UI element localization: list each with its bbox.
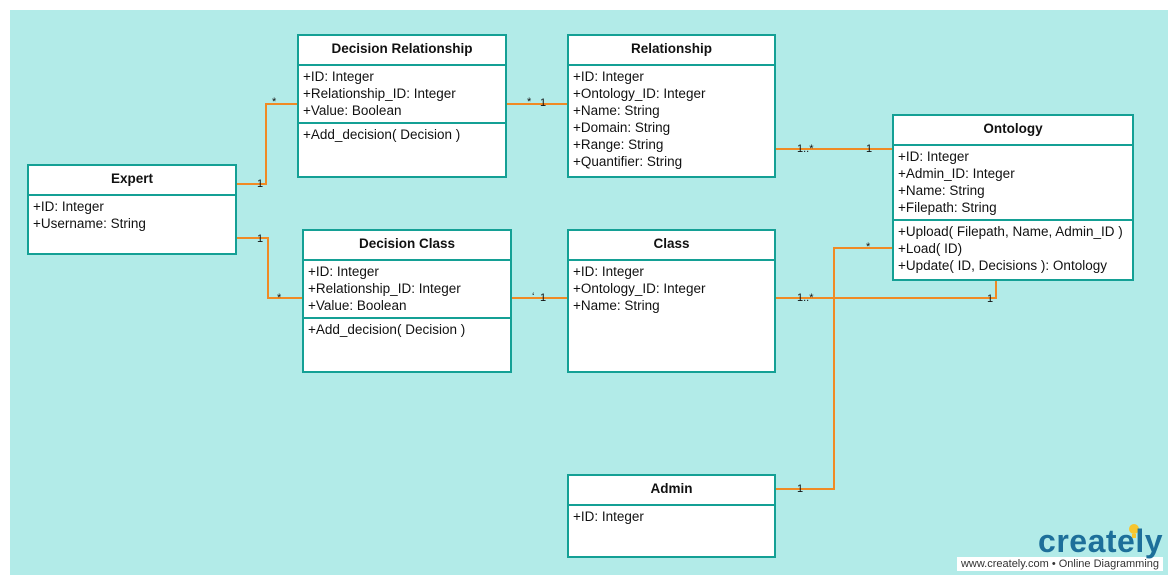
class-ontology[interactable]: Ontology +ID: Integer +Admin_ID: Integer… xyxy=(892,114,1134,281)
class-expert-title: Expert xyxy=(29,166,235,196)
multiplicity-label: 1..* xyxy=(797,292,814,304)
class-ontology-title: Ontology xyxy=(894,116,1132,146)
attribute: +Name: String xyxy=(898,183,985,198)
attribute: +Relationship_ID: Integer xyxy=(308,281,461,296)
multiplicity-label: * xyxy=(527,96,532,108)
class-relationship-title: Relationship xyxy=(569,36,774,66)
operation: +Update( ID, Decisions ): Ontology xyxy=(898,258,1107,273)
attribute: +Name: String xyxy=(573,103,660,118)
attribute: +Admin_ID: Integer xyxy=(898,166,1015,181)
multiplicity-label: 1..* xyxy=(797,143,814,155)
class-decision-class-attributes: +ID: Integer +Relationship_ID: Integer +… xyxy=(304,261,510,319)
multiplicity-label: 1 xyxy=(866,143,873,155)
attribute: +ID: Integer xyxy=(33,199,104,214)
class-decision-class-title: Decision Class xyxy=(304,231,510,261)
attribute: +ID: Integer xyxy=(573,264,644,279)
class-ontology-attributes: +ID: Integer +Admin_ID: Integer +Name: S… xyxy=(894,146,1132,221)
class-class-attributes: +ID: Integer +Ontology_ID: Integer +Name… xyxy=(569,261,774,317)
class-decision-relationship-operations: +Add_decision( Decision ) xyxy=(299,124,505,145)
multiplicity-label: 1 xyxy=(540,292,547,304)
connector-class-ontology xyxy=(775,280,997,299)
multiplicity-label: 1 xyxy=(987,293,994,305)
multiplicity-label: * xyxy=(277,292,282,304)
class-decision-relationship[interactable]: Decision Relationship +ID: Integer +Rela… xyxy=(297,34,507,178)
attribute: +Username: String xyxy=(33,216,146,231)
multiplicity-label: 1 xyxy=(540,97,547,109)
class-decision-class[interactable]: Decision Class +ID: Integer +Relationshi… xyxy=(302,229,512,373)
attribute: +ID: Integer xyxy=(573,509,644,524)
attribute: +Ontology_ID: Integer xyxy=(573,86,706,101)
attribute: +Ontology_ID: Integer xyxy=(573,281,706,296)
attribute: +Value: Boolean xyxy=(303,103,402,118)
multiplicity-label: * xyxy=(866,241,871,253)
connector-admin-ontology xyxy=(775,247,893,490)
operation: +Add_decision( Decision ) xyxy=(303,127,461,142)
multiplicity-label: ‘ xyxy=(532,291,535,303)
multiplicity-label: * xyxy=(272,96,277,108)
class-expert[interactable]: Expert +ID: Integer +Username: String xyxy=(27,164,237,255)
multiplicity-label: 1 xyxy=(257,178,264,190)
operation: +Add_decision( Decision ) xyxy=(308,322,466,337)
class-admin-title: Admin xyxy=(569,476,774,506)
multiplicity-label: 1 xyxy=(797,483,804,495)
class-decision-relationship-title: Decision Relationship xyxy=(299,36,505,66)
attribute: +Domain: String xyxy=(573,120,671,135)
creately-tagline[interactable]: www.creately.com • Online Diagramming xyxy=(956,557,1163,571)
attribute: +Quantifier: String xyxy=(573,154,683,169)
attribute: +Range: String xyxy=(573,137,664,152)
class-class-title: Class xyxy=(569,231,774,261)
attribute: +Name: String xyxy=(573,298,660,313)
class-ontology-operations: +Upload( Filepath, Name, Admin_ID ) +Loa… xyxy=(894,221,1132,276)
class-decision-class-operations: +Add_decision( Decision ) xyxy=(304,319,510,340)
connector-expert-decision-class xyxy=(236,237,303,299)
attribute: +ID: Integer xyxy=(308,264,379,279)
creately-branding[interactable]: creately www.creately.com • Online Diagr… xyxy=(956,523,1163,571)
lightbulb-icon xyxy=(1129,524,1139,538)
class-class[interactable]: Class +ID: Integer +Ontology_ID: Integer… xyxy=(567,229,776,373)
attribute: +Filepath: String xyxy=(898,200,997,215)
class-relationship-attributes: +ID: Integer +Ontology_ID: Integer +Name… xyxy=(569,66,774,173)
attribute: +ID: Integer xyxy=(898,149,969,164)
attribute: +ID: Integer xyxy=(573,69,644,84)
creately-logo[interactable]: creately xyxy=(1038,523,1163,559)
class-expert-attributes: +ID: Integer +Username: String xyxy=(29,196,235,235)
attribute: +ID: Integer xyxy=(303,69,374,84)
connector-expert-decision-relationship xyxy=(236,103,298,185)
operation: +Upload( Filepath, Name, Admin_ID ) xyxy=(898,224,1123,239)
multiplicity-label: 1 xyxy=(257,233,264,245)
class-admin[interactable]: Admin +ID: Integer xyxy=(567,474,776,558)
attribute: +Relationship_ID: Integer xyxy=(303,86,456,101)
operation: +Load( ID) xyxy=(898,241,963,256)
attribute: +Value: Boolean xyxy=(308,298,407,313)
class-decision-relationship-attributes: +ID: Integer +Relationship_ID: Integer +… xyxy=(299,66,505,124)
class-admin-attributes: +ID: Integer xyxy=(569,506,774,528)
class-relationship[interactable]: Relationship +ID: Integer +Ontology_ID: … xyxy=(567,34,776,178)
